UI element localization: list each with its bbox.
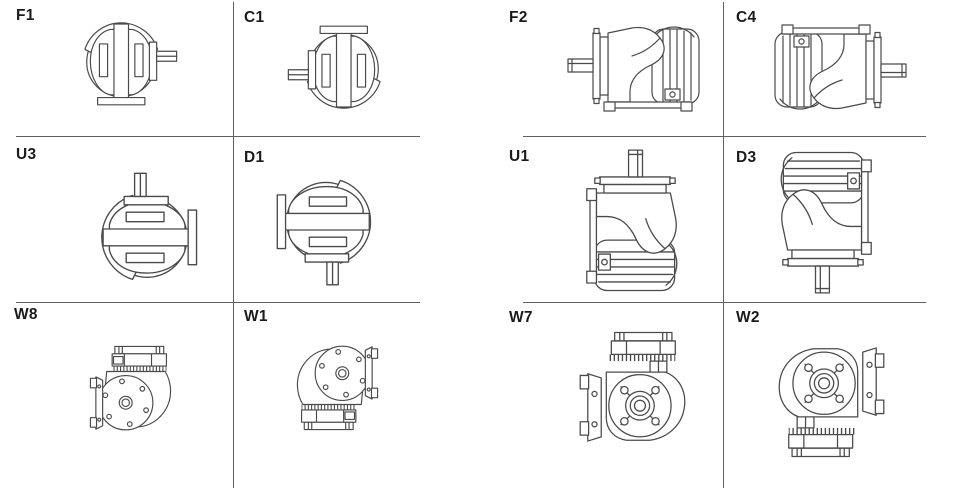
- gearmotor-drawing-c1: [282, 18, 391, 127]
- cell-label-w8: W8: [14, 306, 38, 323]
- cell-label-c4: C4: [736, 9, 757, 26]
- cell-label-u3: U3: [16, 146, 37, 163]
- gearmotor-drawing-w7: [576, 330, 698, 452]
- cell-label-f1: F1: [16, 7, 35, 24]
- cell-label-w2: W2: [736, 309, 760, 326]
- gearmotor-drawing-c4: [768, 0, 908, 140]
- grid-divider-vertical-left: [233, 2, 235, 488]
- grid-divider-row1-right: [523, 136, 926, 138]
- gearmotor-drawing-d1: [268, 168, 392, 292]
- cell-label-d1: D1: [244, 149, 265, 166]
- gearmotor-drawing-f1: [74, 4, 183, 113]
- cell-label-w1: W1: [244, 308, 268, 325]
- gearmotor-drawing-d3: [748, 145, 898, 295]
- gearmotor-drawing-u3: [80, 166, 206, 292]
- gearmotor-drawing-w8: [85, 343, 180, 438]
- gearmotor-drawing-u1: [560, 148, 710, 298]
- grid-divider-row1-left: [16, 136, 420, 138]
- gearmotor-drawing-f2: [566, 0, 706, 136]
- gearmotor-drawing-w2: [766, 337, 888, 459]
- gearmotor-drawing-w1: [288, 338, 383, 433]
- cell-label-u1: U1: [509, 148, 530, 165]
- cell-label-d3: D3: [736, 149, 757, 166]
- grid-divider-vertical-right: [723, 2, 725, 488]
- cell-label-c1: C1: [244, 9, 265, 26]
- grid-divider-row2-right: [523, 302, 926, 304]
- cell-label-w7: W7: [509, 309, 533, 326]
- grid-divider-row2-left: [16, 302, 420, 304]
- cell-label-f2: F2: [509, 9, 528, 26]
